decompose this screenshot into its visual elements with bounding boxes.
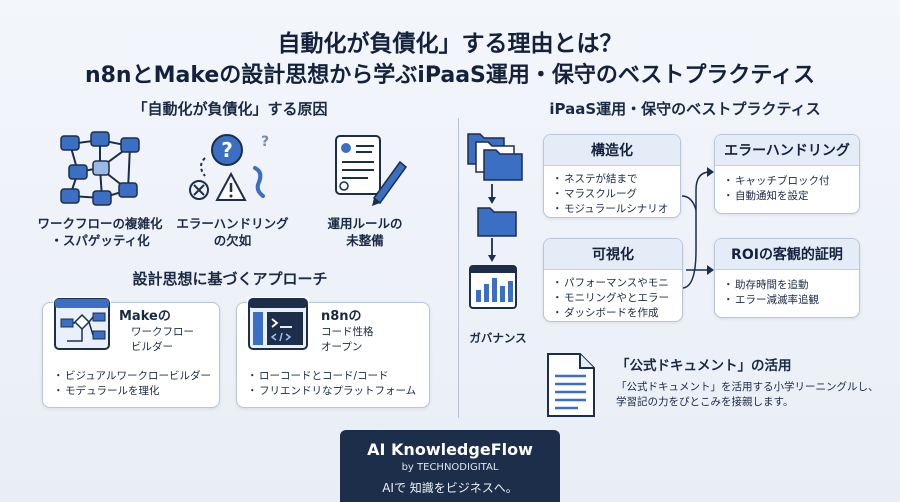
n8n-bullets: ローコードとコード/コード フリエンドリなプラットフォーム — [247, 369, 429, 399]
official-document-icon — [540, 350, 604, 420]
docs-text-line1: 「公式ドキュメント」を活用する小学リーニングルし、 — [616, 381, 879, 393]
make-bullets: ビジュアルワークロービルダー モデュラールを理化 — [53, 369, 219, 399]
causes-heading: 「自動化が負債化」する原因 — [132, 100, 328, 118]
structure-bullet: ネステが結まで — [552, 172, 672, 187]
n8n-bullet: フリエンドリなプラットフォーム — [247, 384, 429, 399]
n8n-subtitle: コード性格 オープン — [321, 325, 374, 355]
cause-label-error: エラーハンドリング の欠如 — [165, 215, 300, 249]
error-handling-bullet: キャッチブロック付 — [723, 174, 851, 189]
make-bullet: モデュラールを理化 — [53, 384, 219, 399]
n8n-subtitle-line1: コード性格 — [321, 326, 374, 338]
visualize-card: 可視化 パフォーマンスやモニ モニリングやとエラー ダッシボードを作成 — [543, 238, 683, 322]
visualize-bullet: ダッシボードを作成 — [552, 306, 674, 321]
workflow-network-icon — [50, 128, 150, 210]
roi-card-title: ROIの客観的証明 — [715, 239, 859, 270]
error-handling-card-title: エラーハンドリング — [715, 135, 859, 166]
make-title: Makeの — [119, 309, 171, 324]
structure-bullets: ネステが結まで マラスクルーグ モジュラールシナリオ — [544, 166, 680, 217]
svg-text:?: ? — [221, 138, 233, 162]
footer-by: by TECHNODIGITAL — [401, 462, 499, 473]
roi-bullet: 助存時間を追動 — [723, 278, 851, 293]
footer-brand-block: AI KnowledgeFlow by TECHNODIGITAL AIで 知識… — [340, 430, 560, 502]
error-handling-bullets: キャッチブロック付 自動通知を設定 — [715, 166, 859, 204]
n8n-subtitle-line2: オープン — [321, 341, 363, 353]
visualize-bullet: パフォーマンスやモニ — [552, 276, 674, 291]
cause-label-rules: 運用ルールの 未整備 — [300, 215, 430, 249]
n8n-card: n8nの コード性格 オープン ローコードとコード/コード フリエンドリなプラッ… — [236, 297, 430, 408]
best-practices-heading: iPaaS運用・保守のベストプラクティス — [549, 100, 821, 118]
column-divider — [458, 118, 459, 418]
docs-title: 「公式ドキュメント」の活用 — [616, 358, 792, 374]
cause-label-line1: ワークフローの複雑化 — [37, 216, 163, 231]
visualize-bullet: モニリングやとエラー — [552, 291, 674, 306]
svg-text:?: ? — [261, 134, 269, 150]
document-pen-icon — [322, 128, 412, 210]
footer-brand: AI KnowledgeFlow — [367, 440, 533, 459]
cause-label-line1: 運用ルールの — [327, 216, 403, 231]
structure-card: 構造化 ネステが結まで マラスクルーグ モジュラールシナリオ — [543, 134, 681, 218]
page-title-line2: n8nとMakeの設計思想から学ぶiPaaS運用・保守のベストプラクティス — [84, 63, 816, 88]
structure-bullet: モジュラールシナリオ — [552, 202, 672, 217]
make-builder-icon — [53, 297, 111, 355]
error-handling-bullet: 自動通知を設定 — [723, 189, 851, 204]
cause-label-line2: 未整備 — [346, 233, 384, 248]
error-handling-card: エラーハンドリング キャッチブロック付 自動通知を設定 — [714, 134, 860, 214]
docs-text-line2: 学習記の力をぴとこみを接親します。 — [616, 396, 794, 408]
make-card: Makeの ワークフロー ビルダー ビジュアルワークロービルダー モデュラールを… — [42, 297, 220, 408]
structure-card-title: 構造化 — [544, 135, 680, 166]
make-subtitle: ワークフロー ビルダー — [131, 325, 194, 355]
governance-flow — [462, 118, 542, 328]
approach-heading: 設計思想に基づくアプローチ — [132, 270, 328, 288]
cause-label-line2: の欠如 — [213, 233, 252, 248]
error-question-icon: ? ? — [185, 128, 280, 210]
roi-bullets: 助存時間を追動 エラー減滅率追観 — [715, 270, 859, 308]
cause-label-line2: ・スパゲッティ化 — [50, 233, 150, 248]
roi-bullet: エラー減滅率追観 — [723, 293, 851, 308]
make-bullet: ビジュアルワークロービルダー — [53, 369, 219, 384]
code-editor-icon — [247, 297, 309, 355]
visualize-card-title: 可視化 — [544, 239, 682, 270]
card-connectors — [676, 150, 716, 310]
n8n-title: n8nの — [321, 309, 362, 324]
make-subtitle-line2: ビルダー — [131, 341, 173, 353]
page-title-line1: 自動化が負債化」する理由とは？ — [277, 31, 623, 57]
cause-label-line1: エラーハンドリング — [176, 216, 289, 231]
governance-label: ガバナンス — [469, 331, 527, 345]
structure-bullet: マラスクルーグ — [552, 187, 672, 202]
cause-label-workflow: ワークフローの複雑化 ・スパゲッティ化 — [30, 215, 170, 249]
folder-stack-icon — [467, 133, 523, 181]
visualize-bullets: パフォーマンスやモニ モニリングやとエラー ダッシボードを作成 — [544, 270, 682, 321]
n8n-bullet: ローコードとコード/コード — [247, 369, 429, 384]
roi-card: ROIの客観的証明 助存時間を追動 エラー減滅率追観 — [714, 238, 860, 318]
make-subtitle-line1: ワークフロー — [131, 326, 194, 338]
footer-tagline: AIで 知識をビジネスへ。 — [382, 481, 518, 495]
docs-text: 「公式ドキュメント」を活用する小学リーニングルし、 学習記の力をぴとこみを接親し… — [616, 380, 886, 410]
